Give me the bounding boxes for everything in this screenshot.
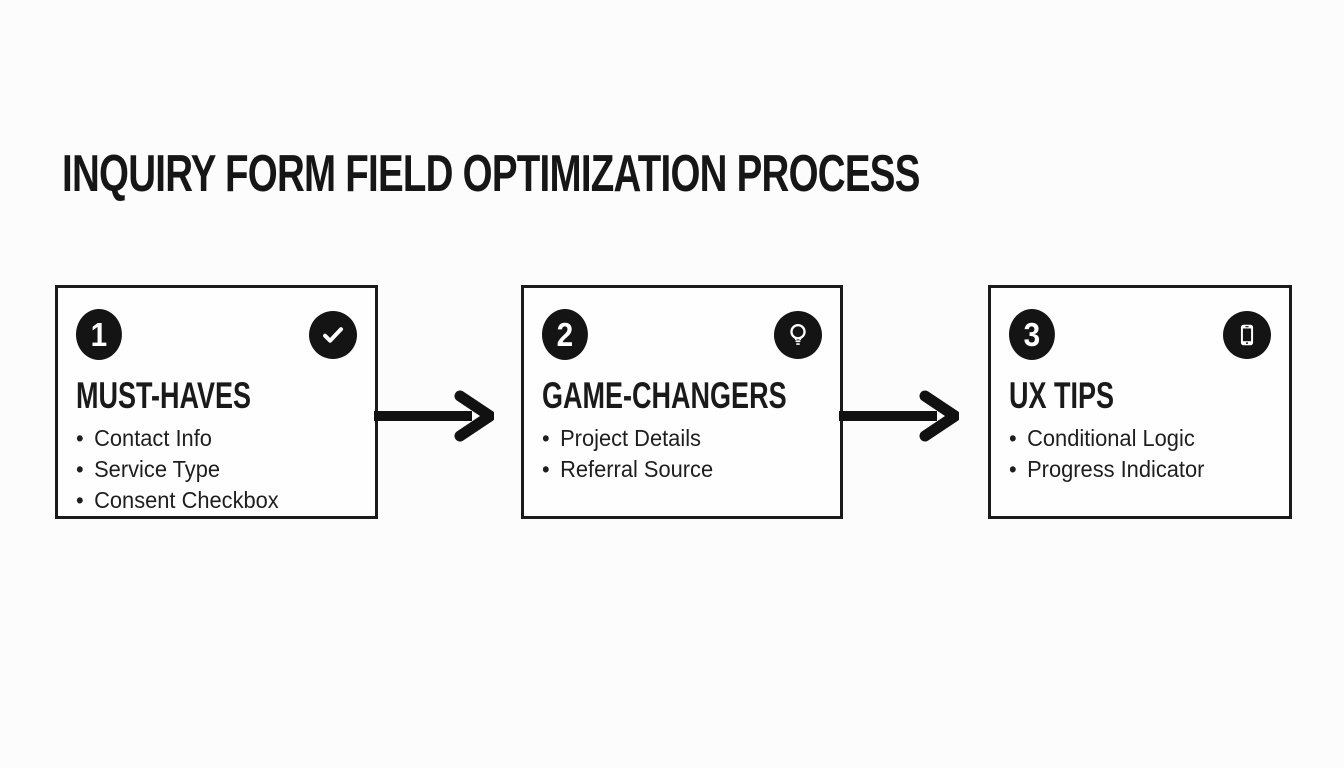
- step-heading: MUST-HAVES: [76, 375, 252, 416]
- card-header: 1: [76, 309, 357, 360]
- bullet-item: Project Details: [542, 423, 808, 454]
- smartphone-icon: [1223, 311, 1271, 359]
- check-icon: [309, 311, 357, 359]
- step-card-must-haves: 1 MUST-HAVES Contact InfoService TypeCon…: [55, 285, 378, 519]
- step-bullet-list: Project DetailsReferral Source: [542, 423, 822, 485]
- step-card-game-changers: 2 GAME-CHANGERS Project DetailsReferral …: [521, 285, 843, 519]
- step-number: 2: [556, 315, 574, 353]
- step-number-badge: 2: [542, 309, 588, 360]
- step-card-ux-tips: 3 UX TIPS Conditional LogicProgress Indi…: [988, 285, 1292, 519]
- bullet-item: Referral Source: [542, 454, 808, 485]
- step-number-badge: 1: [76, 309, 122, 360]
- step-number: 3: [1023, 315, 1041, 353]
- card-header: 2: [542, 309, 822, 360]
- step-number: 1: [90, 315, 108, 353]
- bullet-item: Conditional Logic: [1009, 423, 1258, 454]
- bullet-item: Service Type: [76, 454, 343, 485]
- card-header: 3: [1009, 309, 1271, 360]
- arrow-right-icon: [374, 390, 494, 442]
- step-bullet-list: Contact InfoService TypeConsent Checkbox: [76, 423, 357, 516]
- step-heading: GAME-CHANGERS: [542, 375, 787, 416]
- bullet-item: Progress Indicator: [1009, 454, 1258, 485]
- page-title: INQUIRY FORM FIELD OPTIMIZATION PROCESS: [62, 145, 920, 203]
- bullet-item: Contact Info: [76, 423, 343, 454]
- step-bullet-list: Conditional LogicProgress Indicator: [1009, 423, 1271, 485]
- arrow-right-icon: [839, 390, 959, 442]
- step-number-badge: 3: [1009, 309, 1055, 360]
- step-heading: UX TIPS: [1009, 375, 1115, 416]
- bullet-item: Consent Checkbox: [76, 485, 343, 516]
- lightbulb-icon: [774, 311, 822, 359]
